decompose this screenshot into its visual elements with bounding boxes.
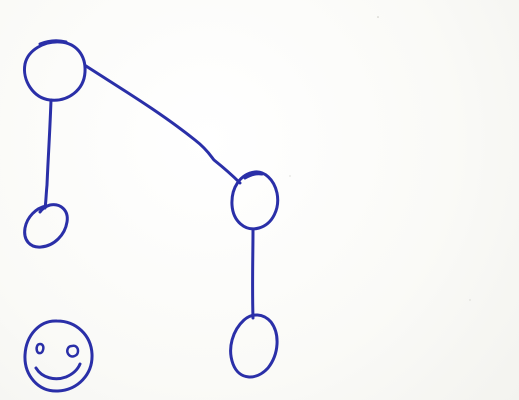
edge-root-to-left-child xyxy=(43,98,53,210)
paper-specks xyxy=(289,16,471,301)
smiley-mouth xyxy=(34,362,82,381)
smiley-face-icon xyxy=(23,319,94,393)
edge-root-to-right-child xyxy=(84,64,242,185)
node-root xyxy=(23,39,87,102)
smiley-face-outline xyxy=(23,319,94,393)
node-right-child xyxy=(230,170,280,231)
paper-speck xyxy=(289,175,291,177)
paper-speck xyxy=(469,299,471,301)
edges xyxy=(43,64,255,320)
smiley-left-eye xyxy=(35,342,45,355)
paper-speck xyxy=(377,16,379,18)
smiley-right-eye xyxy=(66,344,80,358)
nodes xyxy=(23,39,280,379)
node-right-grandchild xyxy=(229,313,279,379)
node-left-child xyxy=(23,203,69,249)
